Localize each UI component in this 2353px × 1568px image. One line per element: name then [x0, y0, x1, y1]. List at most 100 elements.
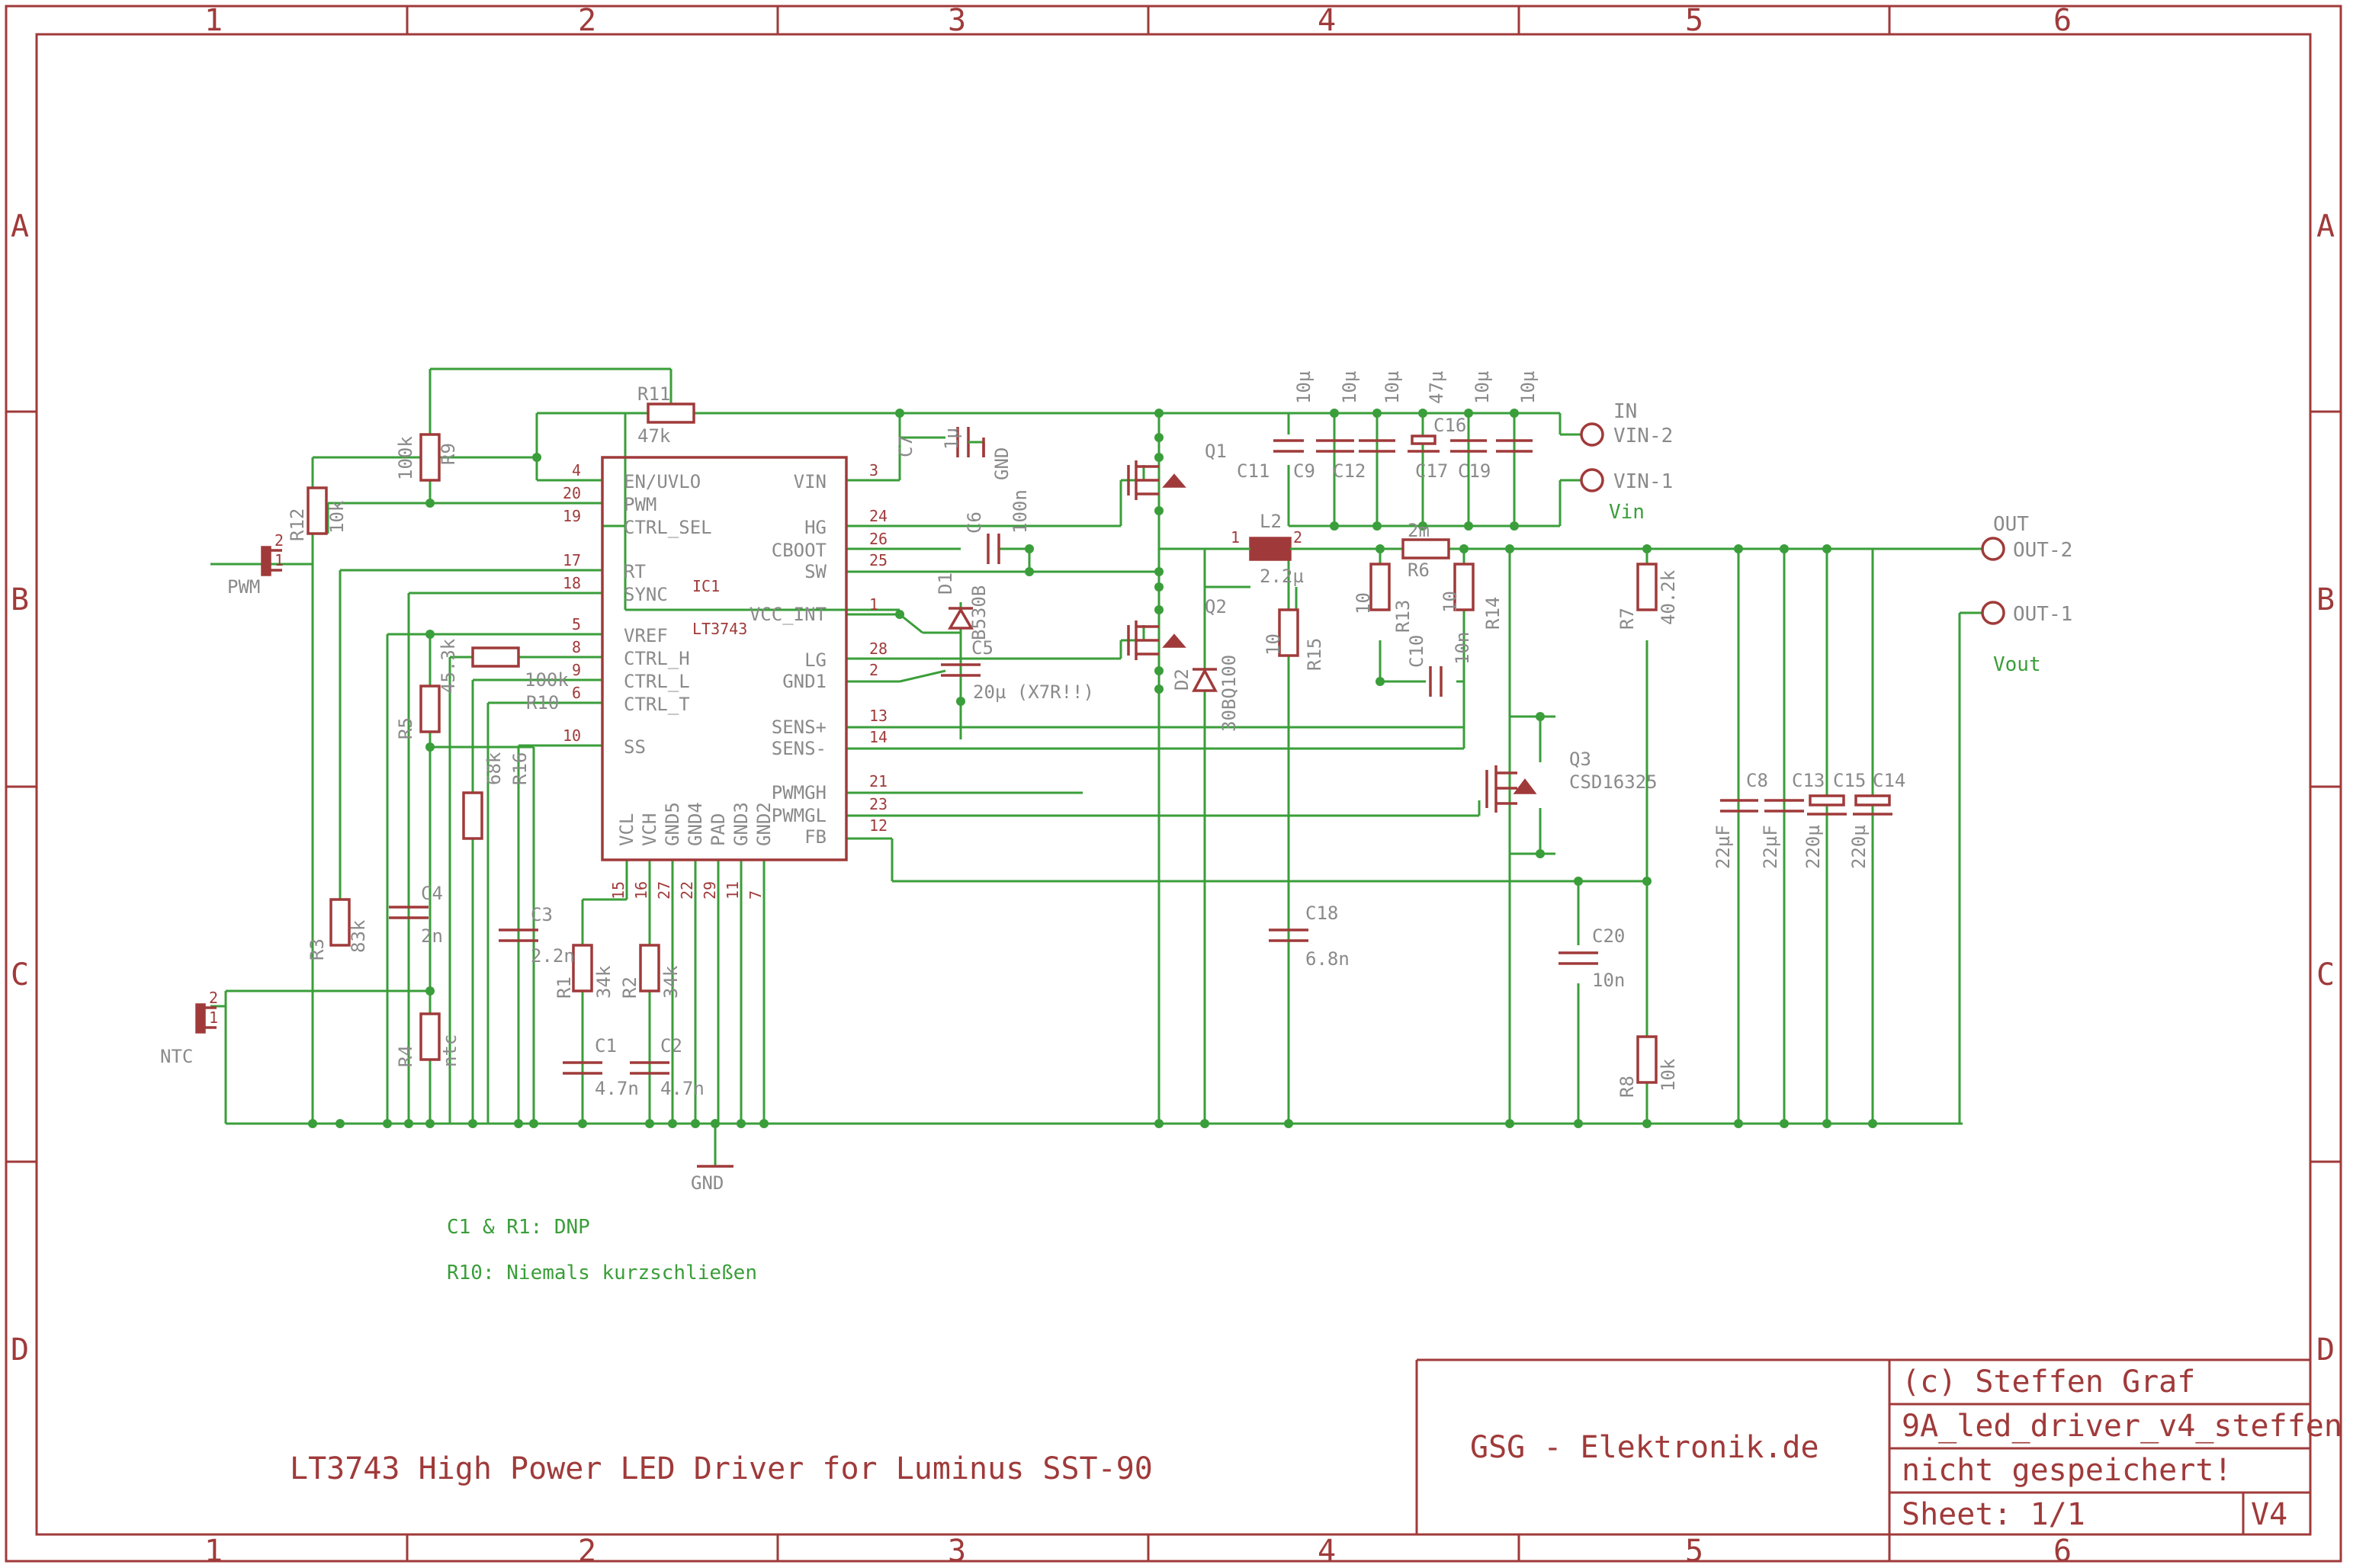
pin-num: 23: [869, 795, 888, 813]
row-label: A: [11, 209, 29, 244]
part-name: C3: [531, 904, 553, 925]
vin-label: Vin: [1609, 501, 1645, 524]
ic1-lt3743[interactable]: IC1 LT3743: [601, 456, 848, 861]
part-value: 100n: [1010, 489, 1031, 534]
pin-num: 6: [572, 684, 581, 702]
capacitor-c4[interactable]: C4 2n: [389, 883, 443, 947]
part-value: 10µ: [1517, 371, 1539, 404]
part-name: R3: [307, 938, 328, 960]
ic1-bottom-pins: VCL VCH GND5 GND4 PAD GND3 GND2 15 16 27…: [609, 802, 775, 899]
part-name: C20: [1592, 925, 1625, 947]
diode-d1[interactable]: D1 B530B: [935, 572, 990, 640]
pin-num: 17: [563, 551, 581, 569]
resistor-r8[interactable]: R8 10k: [1616, 1035, 1679, 1098]
part-value: 2n: [421, 925, 443, 947]
terminal-vin[interactable]: IN VIN-2 VIN-1 Vin: [1580, 400, 1673, 524]
svg-text:2: 2: [274, 531, 284, 550]
resistor-r6-shunt[interactable]: R6 2m: [1401, 520, 1450, 581]
resistor-r16[interactable]: R16 68k: [462, 752, 531, 840]
pin-name: SENS+: [772, 717, 827, 738]
part-name: C12: [1333, 460, 1366, 482]
resistor-r10[interactable]: R10 100k: [471, 646, 569, 713]
part-value: 34k: [660, 965, 682, 999]
capacitor-c10[interactable]: C10 10n: [1406, 632, 1473, 697]
pin-num: 1: [869, 595, 878, 614]
col-label: 5: [1685, 1534, 1703, 1568]
part-value: 10µ: [1382, 371, 1403, 404]
part-name: C8: [1746, 770, 1768, 791]
part-value: 6.8n: [1305, 948, 1350, 970]
mosfet-q1[interactable]: Q1: [1127, 441, 1227, 500]
sheet-number: Sheet: 1/1: [1902, 1497, 2085, 1532]
capacitor-c1[interactable]: C1 4.7n: [563, 1035, 639, 1099]
file-name: 9A_led_driver_v4_steffen: [1902, 1409, 2342, 1444]
capacitor-c13[interactable]: C13 220µ: [1792, 770, 1847, 869]
pin-name: PWMGL: [772, 805, 827, 826]
resistor-r15[interactable]: R15 10: [1263, 608, 1325, 671]
mosfet-q3[interactable]: Q3 CSD16325: [1485, 749, 1658, 813]
resistor-r7[interactable]: R7 40.2k: [1616, 563, 1679, 630]
capacitor-c5[interactable]: C5 20µ (X7R!!): [941, 637, 1094, 703]
part-name: C14: [1873, 770, 1905, 791]
net-label: IN: [1613, 400, 1637, 423]
col-label: 4: [1318, 3, 1336, 38]
capacitor-c6[interactable]: C6 100n: [964, 489, 1031, 564]
resistor-r5[interactable]: R5 45.3k: [395, 638, 459, 739]
resistor-r3[interactable]: R3 83k: [307, 898, 369, 960]
capacitor-c11[interactable]: [1273, 439, 1304, 453]
capacitor-c18[interactable]: C18 6.8n: [1269, 903, 1350, 970]
pin-num: 28: [869, 640, 888, 658]
resistor-r1[interactable]: R1 34k: [554, 944, 615, 999]
pin-name: GND1: [782, 671, 827, 692]
part-value: 10µ: [1339, 371, 1360, 404]
svg-text:1: 1: [209, 1008, 218, 1027]
pin-num: 21: [869, 772, 888, 790]
part-value: 100k: [525, 669, 569, 691]
resistor-r2[interactable]: R2 34k: [619, 944, 682, 999]
capacitor-c3[interactable]: C3 2.2n: [499, 904, 575, 967]
input-caps[interactable]: C11 C9 C12 C17 C19 C16 10µ 10µ 10µ 47µ 1…: [1237, 371, 1539, 482]
svg-text:2: 2: [209, 989, 218, 1007]
drawing-frame: 1 2 3 4 5 6 1 2 3 4 5 6 A B C D A B C D: [5, 3, 2342, 1568]
part-value: 20µ (X7R!!): [973, 681, 1094, 703]
inductor-l2[interactable]: 1 2 L2 2.2µ: [1205, 511, 1311, 587]
pin-name: FB: [804, 826, 827, 848]
resistor-r13[interactable]: R13 10: [1353, 563, 1414, 633]
capacitor-c-left22[interactable]: 22µF: [1713, 799, 1758, 869]
part-value: 10n: [1592, 970, 1625, 991]
part-value: 100k: [395, 436, 416, 480]
pin-num: 15: [609, 881, 628, 899]
part-value: 2.2n: [531, 945, 575, 967]
resistor-r9[interactable]: R9 100k: [395, 433, 459, 482]
row-label: D: [2316, 1332, 2335, 1368]
pin-num: 14: [869, 728, 888, 746]
capacitor-c2[interactable]: C2 4.7n: [630, 1035, 705, 1099]
part-name: C17: [1415, 460, 1448, 482]
note-r10: R10: Niemals kurzschließen: [447, 1262, 757, 1284]
resistor-r4-ntc[interactable]: R4 ntc: [395, 1012, 461, 1067]
connector-pwm[interactable]: 2 1 PWM: [227, 531, 284, 598]
capacitor-c14[interactable]: C14: [1873, 770, 1905, 791]
part-value: 47µ: [1426, 371, 1447, 404]
part-name: D2: [1171, 669, 1193, 691]
terminal-vout[interactable]: OUT OUT-2 OUT-1 Vout: [1967, 513, 2072, 676]
connector-ntc[interactable]: 2 1 NTC: [160, 989, 218, 1067]
resistor-r12[interactable]: R12 10k: [287, 486, 348, 541]
net-label: VIN-2: [1613, 425, 1673, 447]
part-value: 22µF: [1760, 825, 1781, 869]
capacitor-c8[interactable]: C8 22µF: [1746, 770, 1804, 869]
capacitor-c15[interactable]: C15 220µ: [1833, 770, 1892, 869]
capacitor-c20[interactable]: C20 10n: [1559, 925, 1625, 991]
part-value: 4.7n: [660, 1078, 705, 1099]
pin-name: PAD: [708, 813, 729, 846]
diode-d2[interactable]: D2 30BQ100: [1171, 655, 1240, 732]
col-label: 3: [948, 3, 966, 38]
pin-num: 5: [572, 615, 581, 633]
resistor-r11[interactable]: R11 47k: [637, 383, 695, 447]
resistor-r14[interactable]: R14 10: [1440, 563, 1504, 630]
mosfet-q2[interactable]: Q2: [1127, 596, 1227, 660]
drawing-title: LT3743 High Power LED Driver for Luminus…: [290, 1451, 1153, 1486]
capacitor-c7[interactable]: C7 1µ: [895, 427, 984, 457]
svg-text:1: 1: [274, 551, 284, 569]
